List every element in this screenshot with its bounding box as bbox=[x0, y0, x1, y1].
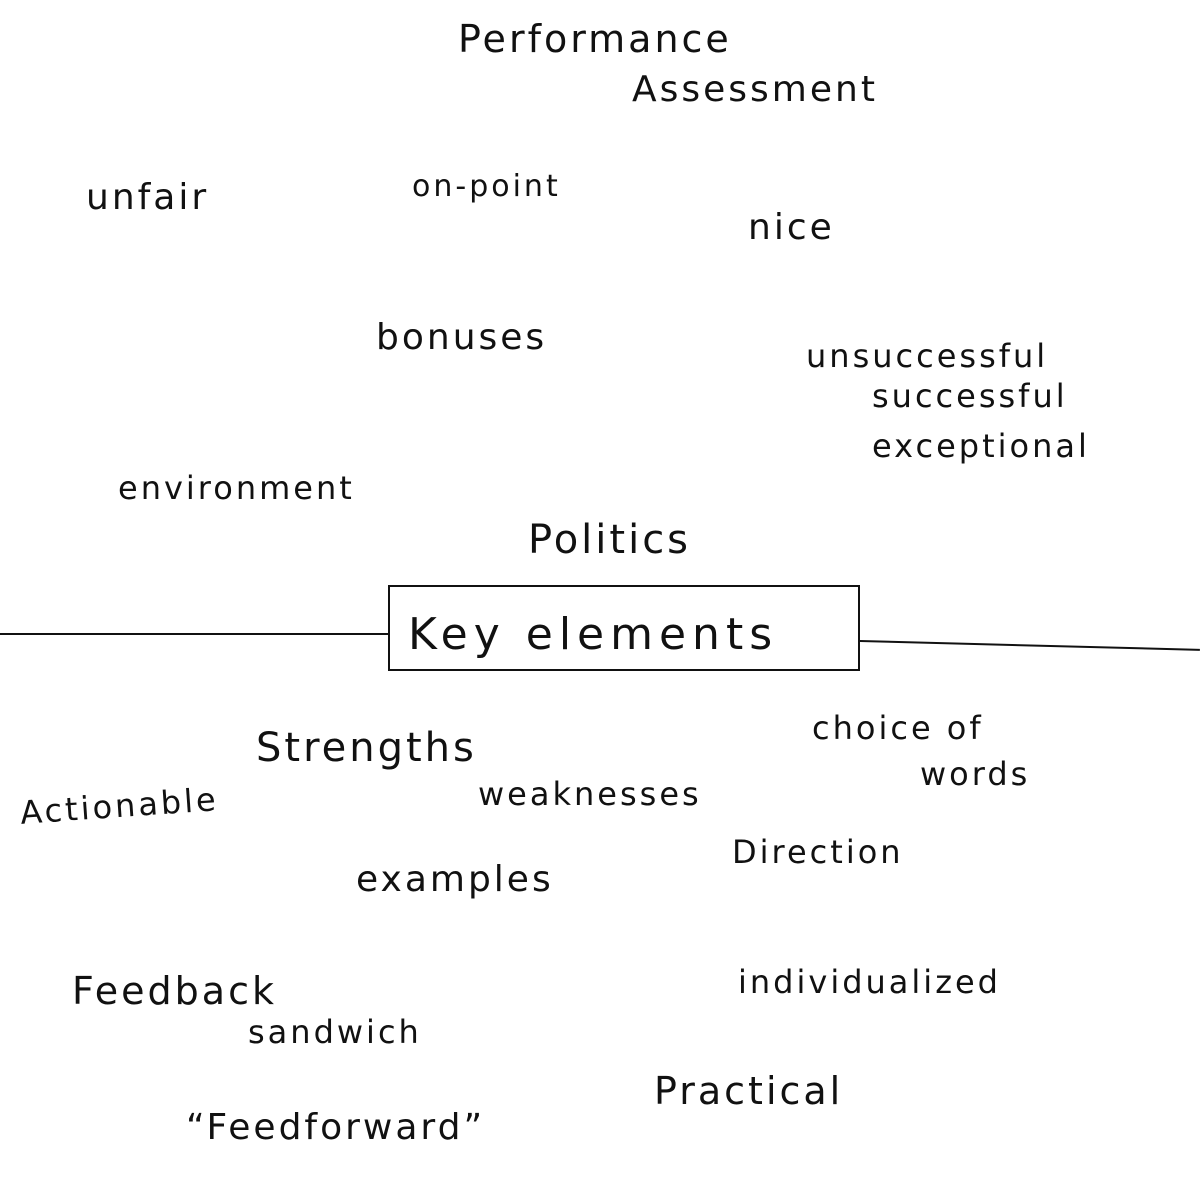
center-node: Key elements bbox=[388, 585, 860, 671]
note-bonuses: bonuses bbox=[376, 317, 548, 358]
axis-line-right bbox=[859, 640, 1200, 651]
note-weaknesses: weaknesses bbox=[478, 775, 702, 813]
center-label: Key elements bbox=[408, 609, 779, 660]
note-successful: successful bbox=[872, 377, 1068, 415]
note-direction: Direction bbox=[732, 833, 904, 871]
note-unsuccessful: unsuccessful bbox=[806, 337, 1049, 375]
note-environment: environment bbox=[118, 469, 355, 507]
axis-line-left bbox=[0, 633, 388, 635]
note-feedback: Feedback bbox=[72, 969, 277, 1013]
note-nice: nice bbox=[748, 207, 835, 248]
note-exceptional: exceptional bbox=[872, 427, 1090, 465]
note-unfair: unfair bbox=[86, 177, 210, 218]
note-individualized: individualized bbox=[738, 963, 1001, 1001]
note-words: words bbox=[920, 755, 1031, 793]
title-line-1: Performance bbox=[458, 17, 732, 61]
note-sandwich: sandwich bbox=[248, 1013, 422, 1051]
note-actionable: Actionable bbox=[18, 780, 220, 832]
note-examples: examples bbox=[356, 859, 554, 900]
note-practical: Practical bbox=[654, 1069, 844, 1113]
note-choice-of: choice of bbox=[812, 709, 984, 747]
note-strengths: Strengths bbox=[256, 725, 477, 771]
note-on-point: on-point bbox=[412, 169, 561, 204]
note-feedforward: “Feedforward” bbox=[186, 1107, 486, 1148]
note-politics: Politics bbox=[528, 517, 692, 563]
title-line-2: Assessment bbox=[632, 69, 878, 110]
